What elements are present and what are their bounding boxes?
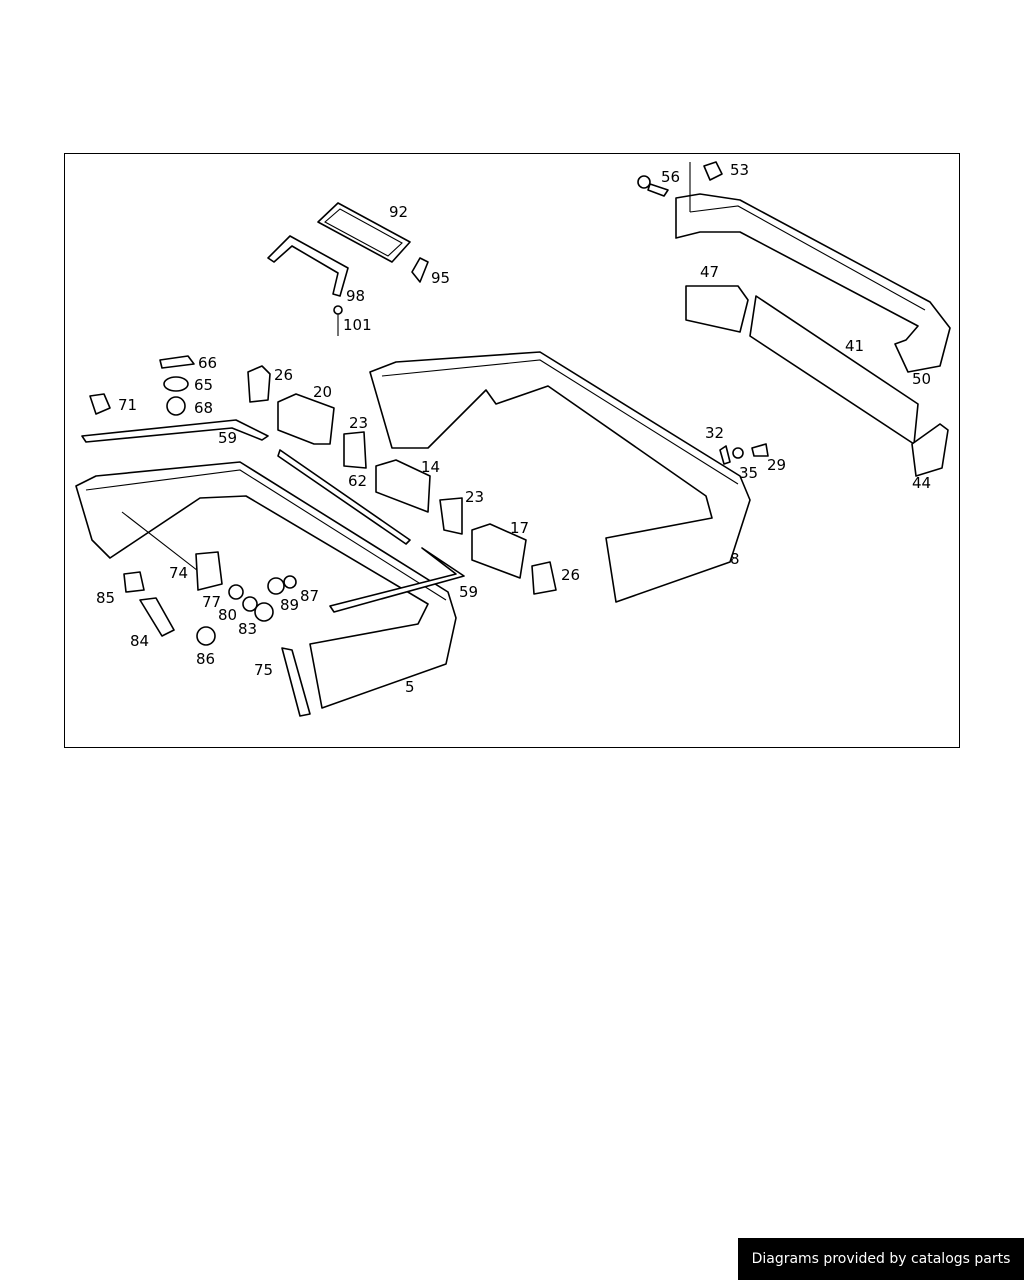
- callout-65: 65: [194, 376, 213, 394]
- hardware-part: [89, 355, 297, 646]
- callout-101: 101: [343, 316, 372, 334]
- callout-53: 53: [730, 161, 749, 179]
- callout-29: 29: [767, 456, 786, 474]
- footer-banner: Diagrams provided by catalogs parts: [738, 1238, 1024, 1280]
- callout-59b: 59: [459, 583, 478, 601]
- callout-41: 41: [845, 337, 864, 355]
- callout-86: 86: [196, 650, 215, 668]
- callout-44: 44: [912, 474, 931, 492]
- callout-32: 32: [705, 424, 724, 442]
- callout-92: 92: [389, 203, 408, 221]
- callout-68: 68: [194, 399, 213, 417]
- callout-20: 20: [313, 383, 332, 401]
- callout-26: 26: [274, 366, 293, 384]
- callout-66: 66: [198, 354, 217, 372]
- callout-23: 23: [349, 414, 368, 432]
- callout-17: 17: [510, 519, 529, 537]
- callout-71: 71: [118, 396, 137, 414]
- callout-50: 50: [912, 370, 931, 388]
- bracket-part: [267, 202, 429, 336]
- callout-98: 98: [346, 287, 365, 305]
- lower-bumper-part: [75, 461, 457, 717]
- callout-5: 5: [405, 678, 415, 696]
- callout-80: 80: [218, 606, 237, 624]
- callout-95: 95: [431, 269, 450, 287]
- callout-87: 87: [300, 587, 319, 605]
- callout-83: 83: [238, 620, 257, 638]
- callout-35: 35: [739, 464, 758, 482]
- callout-77: 77: [202, 593, 221, 611]
- callout-75: 75: [254, 661, 273, 679]
- middle-bumper-part: [369, 351, 769, 603]
- block-part: [247, 365, 557, 595]
- callout-62: 62: [348, 472, 367, 490]
- callout-14: 14: [421, 458, 440, 476]
- callout-84: 84: [130, 632, 149, 650]
- callout-89: 89: [280, 596, 299, 614]
- callout-56: 56: [661, 168, 680, 186]
- trim-strip-part: [81, 419, 465, 613]
- callout-8: 8: [730, 550, 740, 568]
- callout-26b: 26: [561, 566, 580, 584]
- callout-23b: 23: [465, 488, 484, 506]
- callout-47: 47: [700, 263, 719, 281]
- bumper-strip-part: [685, 285, 949, 477]
- callout-59: 59: [218, 429, 237, 447]
- callout-85: 85: [96, 589, 115, 607]
- upper-bumper-part: [637, 161, 951, 373]
- callout-74: 74: [169, 564, 188, 582]
